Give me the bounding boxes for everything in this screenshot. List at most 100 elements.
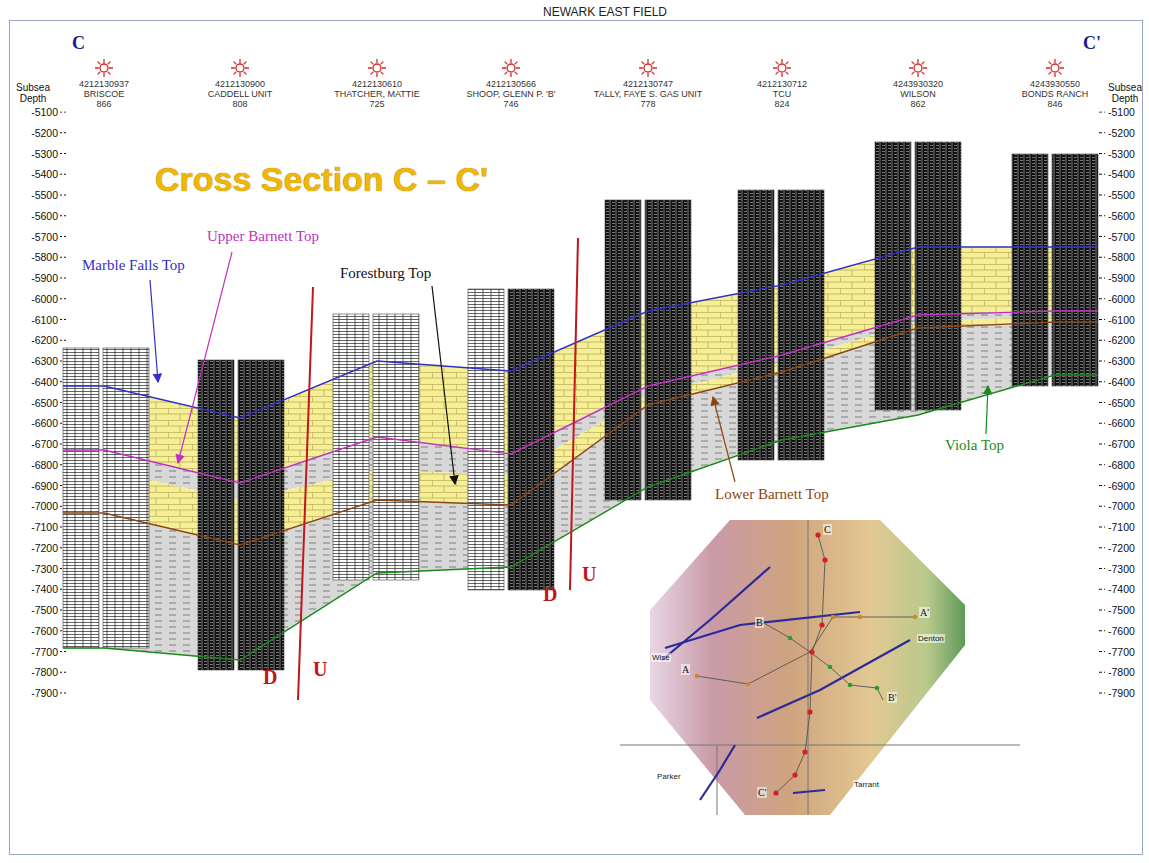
well-elevation: 808 [232, 99, 247, 109]
depth-tick-label: -7400 [1108, 582, 1135, 596]
well-api-number: 4212130937 [79, 79, 129, 89]
fault-throw-label: D [543, 583, 557, 606]
depth-tick-label: -7000 [31, 499, 58, 513]
depth-tick-label: -6800 [31, 458, 58, 472]
fault-throw-label: U [582, 563, 596, 586]
depth-tick-label: -6400 [31, 375, 58, 389]
well-name: BONDS RANCH [1022, 89, 1089, 99]
county-name: Denton [917, 634, 945, 643]
county-name: Parker [656, 772, 682, 781]
depth-tick-label: -6300 [1108, 354, 1135, 368]
depth-tick-label: -7300 [1108, 562, 1135, 576]
depth-tick-label: -5700 [31, 230, 58, 244]
depth-tick-label: -6600 [31, 416, 58, 430]
depth-tick-label: -6500 [1108, 396, 1135, 410]
well-name: BRISCOE [84, 89, 125, 99]
depth-tick-label: -7500 [1108, 603, 1135, 617]
depth-tick-label: -6700 [1108, 437, 1135, 451]
well-elevation: 725 [369, 99, 384, 109]
depth-tick-label: -7300 [31, 562, 58, 576]
well-name: TCU [773, 89, 792, 99]
well-api-number: 4243930320 [893, 79, 943, 89]
horizon-callout: Viola Top [945, 437, 1004, 454]
depth-tick-label: -5300 [1108, 147, 1135, 161]
depth-tick-label: -6100 [1108, 313, 1135, 327]
map-section-end: C' [757, 787, 767, 798]
depth-tick-label: -6300 [31, 354, 58, 368]
well-name: CADDELL UNIT [208, 89, 273, 99]
depth-tick-label: -7700 [1108, 645, 1135, 659]
section-end-letter: C' [1083, 33, 1101, 54]
axis-title: Subsea Depth [11, 82, 55, 104]
depth-tick-label: -5500 [1108, 188, 1135, 202]
depth-tick-label: -5800 [1108, 250, 1135, 264]
depth-tick-label: -6000 [1108, 292, 1135, 306]
section-end-letter: C [72, 33, 85, 54]
well-api-number: 4212130566 [486, 79, 536, 89]
depth-tick-label: -6900 [31, 479, 58, 493]
depth-tick-label: -6600 [1108, 416, 1135, 430]
fault-throw-label: U [313, 658, 327, 681]
depth-tick-label: -5800 [31, 250, 58, 264]
well-elevation: 778 [640, 99, 655, 109]
depth-tick-label: -7800 [1108, 665, 1135, 679]
well-elevation: 862 [910, 99, 925, 109]
depth-tick-label: -5400 [31, 167, 58, 181]
horizon-callout: Lower Barnett Top [715, 486, 829, 503]
field-title: NEWARK EAST FIELD [543, 5, 667, 19]
depth-tick-label: -6200 [1108, 333, 1135, 347]
well-api-number: 4243930550 [1030, 79, 1080, 89]
depth-tick-label: -5500 [31, 188, 58, 202]
depth-tick-label: -7100 [31, 520, 58, 534]
well-name: SHOOP, GLENN P. 'B' [466, 89, 555, 99]
map-section-end: A' [919, 607, 930, 618]
depth-tick-label: -5100 [31, 105, 58, 119]
depth-tick-label: -5600 [31, 209, 58, 223]
depth-tick-label: -6900 [1108, 479, 1135, 493]
depth-tick-label: -5600 [1108, 209, 1135, 223]
depth-tick-label: -7500 [31, 603, 58, 617]
horizon-callout: Upper Barnett Top [207, 228, 319, 245]
depth-tick-label: -7900 [1108, 686, 1135, 700]
depth-tick-label: -5300 [31, 147, 58, 161]
depth-tick-label: -7200 [31, 541, 58, 555]
well-api-number: 4212130747 [623, 79, 673, 89]
depth-tick-label: -6800 [1108, 458, 1135, 472]
county-name: Wise [651, 653, 671, 662]
depth-tick-label: -5400 [1108, 167, 1135, 181]
depth-tick-label: -7100 [1108, 520, 1135, 534]
well-name: THATCHER, MATTIE [334, 89, 420, 99]
map-section-end: B' [887, 692, 897, 703]
well-name: WILSON [900, 89, 936, 99]
map-section-end: A [681, 664, 690, 675]
depth-tick-label: -5900 [31, 271, 58, 285]
depth-tick-label: -5100 [1108, 105, 1135, 119]
fault-throw-label: D [263, 666, 277, 689]
well-elevation: 746 [503, 99, 518, 109]
depth-tick-label: -5200 [31, 126, 58, 140]
depth-tick-label: -7600 [31, 624, 58, 638]
depth-tick-label: -7800 [31, 665, 58, 679]
depth-tick-label: -5200 [1108, 126, 1135, 140]
depth-tick-label: -7600 [1108, 624, 1135, 638]
depth-tick-label: -7000 [1108, 499, 1135, 513]
depth-tick-label: -6000 [31, 292, 58, 306]
well-elevation: 866 [96, 99, 111, 109]
depth-tick-label: -6100 [31, 313, 58, 327]
map-section-end: B [755, 617, 764, 628]
well-elevation: 846 [1047, 99, 1062, 109]
depth-tick-label: -7200 [1108, 541, 1135, 555]
section-title: Cross Section C – C' [155, 160, 488, 199]
depth-tick-label: -7400 [31, 582, 58, 596]
map-section-end: C [823, 524, 832, 535]
well-api-number: 4212130712 [757, 79, 807, 89]
depth-tick-label: -6400 [1108, 375, 1135, 389]
horizon-callout: Marble Falls Top [82, 257, 185, 274]
well-api-number: 4212130610 [352, 79, 402, 89]
depth-tick-label: -6200 [31, 333, 58, 347]
horizon-callout: Forestburg Top [340, 265, 431, 282]
depth-tick-label: -6500 [31, 396, 58, 410]
county-name: Tarrant [853, 780, 880, 789]
